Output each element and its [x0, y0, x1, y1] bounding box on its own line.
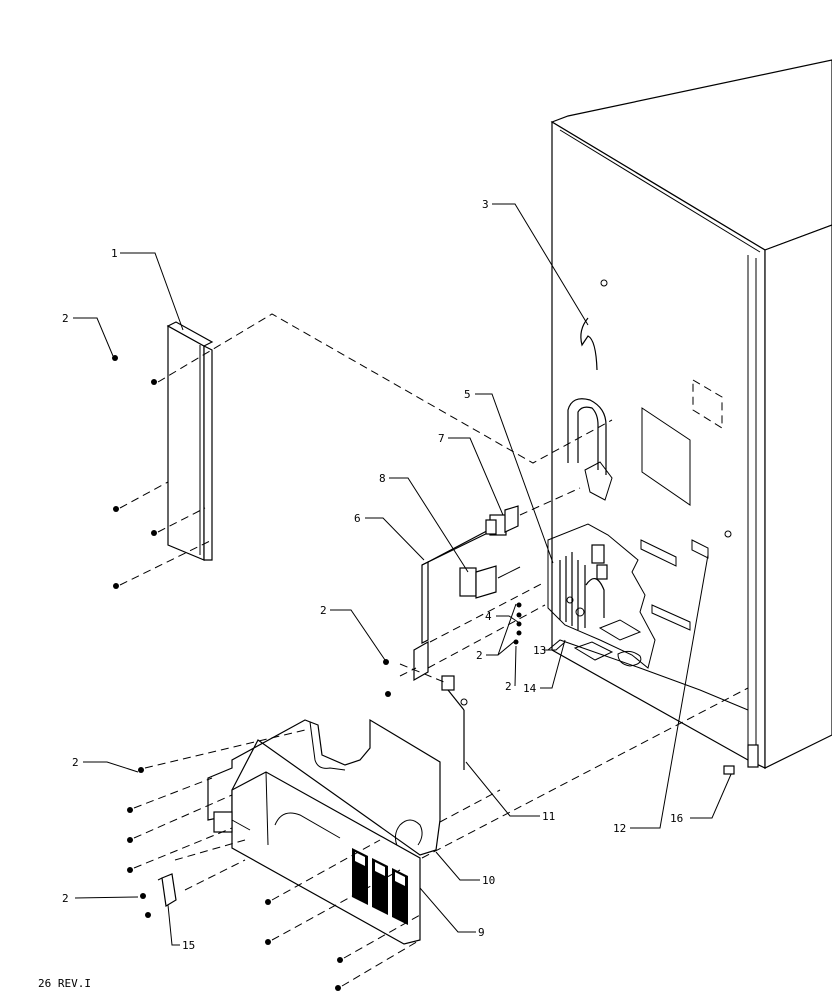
- valve-assembly: [559, 544, 608, 630]
- callout-leaders: [73, 203, 735, 946]
- side-panel: [166, 321, 214, 561]
- callout-1: 1: [111, 247, 118, 260]
- callout-2f: 2: [62, 892, 69, 905]
- callout-10: 10: [482, 874, 495, 887]
- relay-component: [485, 487, 581, 536]
- small-cover-plate: [157, 873, 177, 907]
- callout-2c: 2: [476, 649, 483, 662]
- callout-16: 16: [670, 812, 683, 825]
- callout-12: 12: [613, 822, 626, 835]
- mounting-bracket: [399, 523, 546, 682]
- callout-13: 13: [533, 644, 546, 657]
- screws-bracket: [383, 602, 522, 697]
- callout-2b: 2: [320, 604, 327, 617]
- screws-cover: [127, 767, 343, 991]
- callout-6: 6: [354, 512, 361, 525]
- refrigerator-cabinet: [547, 59, 832, 769]
- callout-11: 11: [542, 810, 555, 823]
- callout-8: 8: [379, 472, 386, 485]
- callout-15: 15: [182, 939, 195, 952]
- drain-tube-part: [399, 663, 468, 770]
- leader-lines-cover: [133, 687, 749, 987]
- callout-2a: 2: [62, 312, 69, 325]
- overload-component: [459, 565, 521, 599]
- callout-5: 5: [464, 388, 471, 401]
- drawing-id: 26 REV.I: [38, 977, 91, 990]
- callout-labels: 1 2 3 5 7 8 6 2 2 4 2 14 13 12 2 11 16 1…: [62, 198, 683, 952]
- leader-lines-panel: [119, 313, 613, 586]
- callout-2d: 2: [505, 680, 512, 693]
- callout-9: 9: [478, 926, 485, 939]
- screws-panel: [112, 355, 157, 589]
- vented-grille-plate: [213, 771, 421, 945]
- callout-7: 7: [438, 432, 445, 445]
- callout-2e: 2: [72, 756, 79, 769]
- callout-4: 4: [485, 610, 492, 623]
- callout-3: 3: [482, 198, 489, 211]
- callout-14: 14: [523, 682, 537, 695]
- grille-vents: [352, 848, 408, 925]
